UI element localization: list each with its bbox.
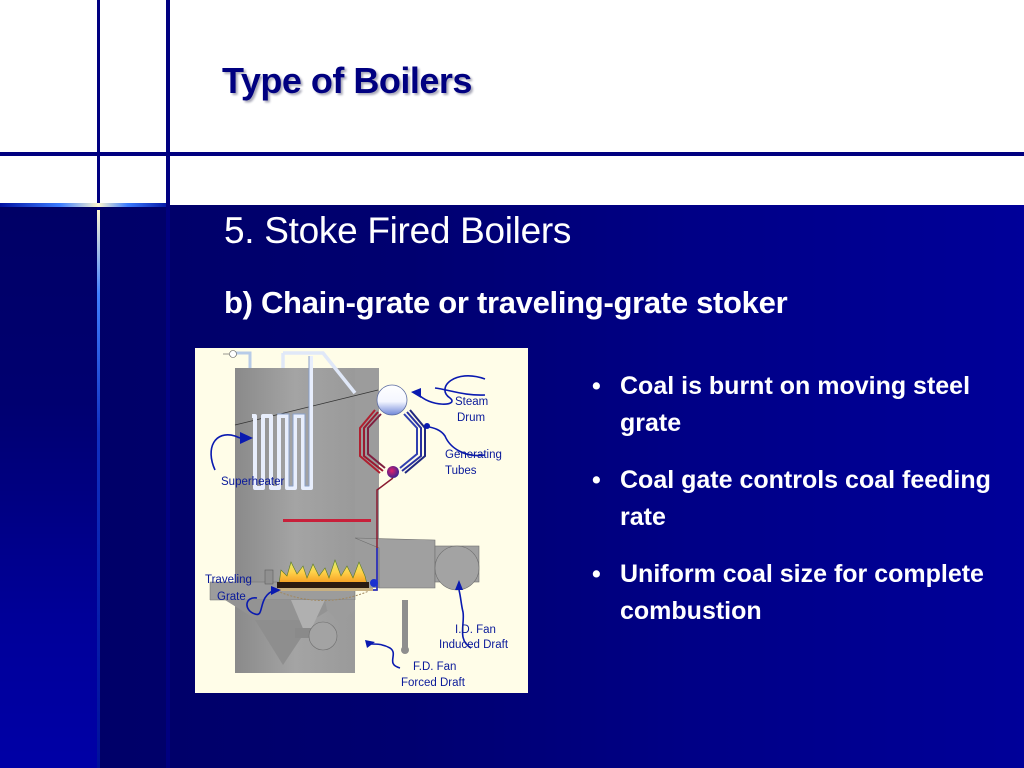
content-band-left-strip <box>0 205 98 768</box>
section-heading: 5. Stoke Fired Boilers <box>224 210 572 251</box>
label-tubes: Tubes <box>445 465 477 477</box>
label-grate: Grate <box>217 591 246 603</box>
label-traveling: Traveling <box>205 574 252 586</box>
boiler-diagram-svg: Steam Drum Generating Tubes Superheater … <box>205 350 509 689</box>
label-superheater: Superheater <box>221 476 284 488</box>
decorative-vertical-line-right <box>166 0 170 768</box>
boiler-diagram: Steam Drum Generating Tubes Superheater … <box>195 348 528 693</box>
label-generating: Generating <box>445 449 502 461</box>
label-steam: Steam <box>455 396 488 408</box>
bullet-icon: • <box>592 466 601 494</box>
bullet-icon: • <box>592 372 601 400</box>
steam-drum-icon <box>376 384 408 416</box>
bullet-text: Coal is burnt on moving steel grate <box>620 372 971 437</box>
bullet-item: • Coal gate controls coal feeding rate <box>592 462 1012 536</box>
label-drum: Drum <box>457 412 485 424</box>
valve-icon <box>229 350 237 358</box>
label-forced-draft: Forced Draft <box>401 677 466 689</box>
slide-title: Type of Boilers <box>222 60 472 101</box>
decorative-vertical-line-glow <box>97 210 100 768</box>
decorative-horizontal-line <box>0 152 1024 156</box>
bullet-text: Coal gate controls coal feeding rate <box>620 466 991 531</box>
flame-icon <box>278 559 368 585</box>
label-induced-draft: Induced Draft <box>439 639 509 651</box>
label-fd-fan: F.D. Fan <box>413 661 456 673</box>
header-area <box>0 0 1024 205</box>
bullet-list: • Coal is burnt on moving steel grate • … <box>592 368 1012 650</box>
bullet-item: • Uniform coal size for complete combust… <box>592 556 1012 630</box>
bullet-icon: • <box>592 560 601 588</box>
label-id-fan: I.D. Fan <box>455 624 496 636</box>
decorative-glow-line <box>0 203 170 207</box>
section-subheading: b) Chain-grate or traveling-grate stoker <box>224 285 788 320</box>
bullet-item: • Coal is burnt on moving steel grate <box>592 368 1012 442</box>
bullet-text: Uniform coal size for complete combustio… <box>620 560 984 625</box>
